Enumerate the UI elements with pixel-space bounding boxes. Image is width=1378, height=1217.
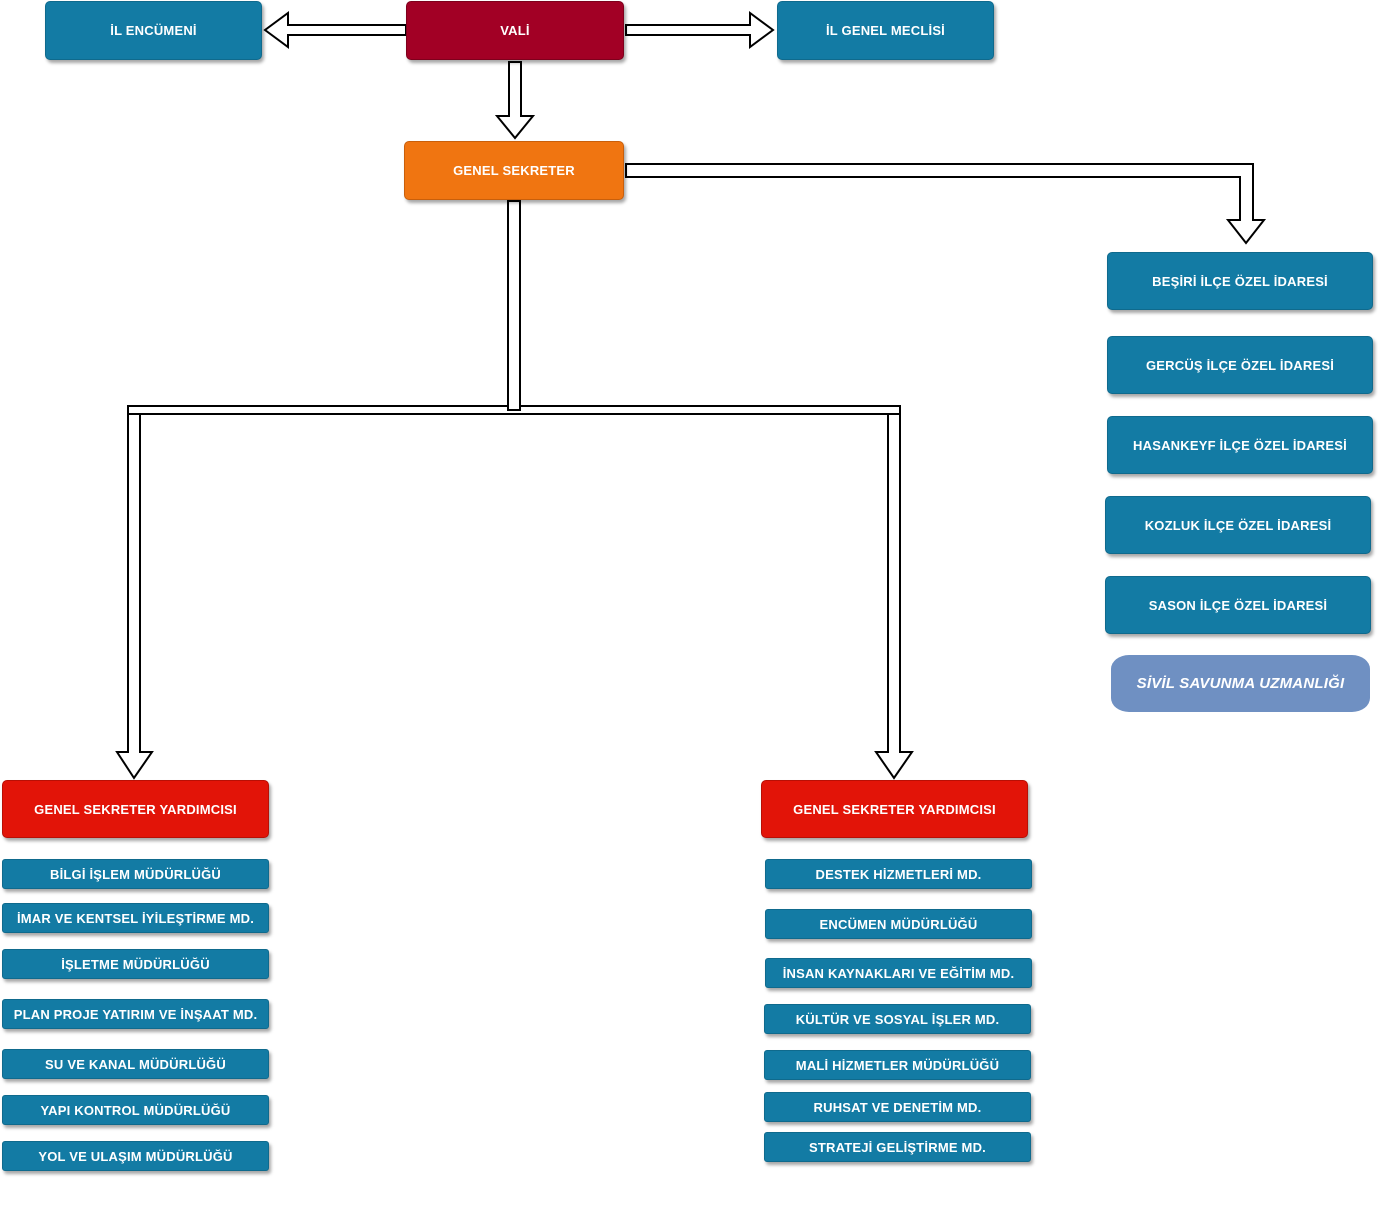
right-unit-label: STRATEJİ GELİŞTİRME MD. [809, 1139, 986, 1155]
il-encumeni-box: İL ENCÜMENİ [45, 1, 262, 60]
il-genel-meclisi-label: İL GENEL MECLİSİ [825, 23, 945, 38]
arrow-to-right-deputy [874, 405, 914, 780]
right-unit-label: KÜLTÜR VE SOSYAL İŞLER MD. [795, 1011, 1000, 1027]
right-unit-box: DESTEK HİZMETLERİ MD. [765, 859, 1032, 889]
il-genel-meclisi-box: İL GENEL MECLİSİ [777, 1, 994, 60]
il-encumeni-label: İL ENCÜMENİ [110, 23, 197, 38]
district-office-box: GERCÜŞ İLÇE ÖZEL İDARESİ [1107, 336, 1373, 394]
civil-defense-label: SİVİL SAVUNMA UZMANLIĞI [1136, 675, 1345, 692]
genel-sekreter-label: GENEL SEKRETER [453, 163, 575, 178]
left-unit-label: PLAN PROJE YATIRIM VE İNŞAAT MD. [13, 1006, 258, 1022]
right-unit-label: ENCÜMEN MÜDÜRLÜĞÜ [819, 916, 978, 932]
district-office-label: SASON İLÇE ÖZEL İDARESİ [1148, 597, 1328, 613]
trunk-line [507, 200, 521, 411]
left-unit-label: SU VE KANAL MÜDÜRLÜĞÜ [45, 1056, 226, 1072]
district-office-box: KOZLUK İLÇE ÖZEL İDARESİ [1105, 496, 1371, 554]
arrow-to-il-genel-meclisi [625, 11, 775, 49]
vali-box: VALİ [406, 1, 624, 60]
right-unit-box: MALİ HİZMETLER MÜDÜRLÜĞÜ [764, 1050, 1031, 1080]
right-unit-label: DESTEK HİZMETLERİ MD. [815, 866, 982, 882]
arrow-to-genel-sekreter [494, 61, 536, 140]
right-unit-box: İNSAN KAYNAKLARI VE EĞİTİM MD. [765, 958, 1032, 988]
right-unit-box: KÜLTÜR VE SOSYAL İŞLER MD. [764, 1004, 1031, 1034]
district-office-box: BEŞİRİ İLÇE ÖZEL İDARESİ [1107, 252, 1373, 310]
right-unit-label: İNSAN KAYNAKLARI VE EĞİTİM MD. [782, 965, 1015, 981]
left-deputy-box: GENEL SEKRETER YARDIMCISI [2, 780, 269, 838]
arrow-to-left-deputy [115, 405, 510, 780]
right-deputy-label: GENEL SEKRETER YARDIMCISI [793, 801, 996, 817]
left-unit-label: BİLGİ İŞLEM MÜDÜRLÜĞÜ [49, 866, 222, 882]
left-unit-label: YOL VE ULAŞIM MÜDÜRLÜĞÜ [38, 1148, 233, 1164]
district-office-box: SASON İLÇE ÖZEL İDARESİ [1105, 576, 1371, 634]
left-unit-box: İMAR VE KENTSEL İYİLEŞTİRME MD. [2, 903, 269, 933]
district-office-box: HASANKEYF İLÇE ÖZEL İDARESİ [1107, 416, 1373, 474]
right-unit-box: STRATEJİ GELİŞTİRME MD. [764, 1132, 1031, 1162]
left-unit-label: YAPI KONTROL MÜDÜRLÜĞÜ [40, 1102, 231, 1118]
left-unit-label: İMAR VE KENTSEL İYİLEŞTİRME MD. [16, 910, 255, 926]
left-unit-box: SU VE KANAL MÜDÜRLÜĞÜ [2, 1049, 269, 1079]
district-office-label: HASANKEYF İLÇE ÖZEL İDARESİ [1133, 437, 1347, 453]
left-unit-box: İŞLETME MÜDÜRLÜĞÜ [2, 949, 269, 979]
district-office-label: BEŞİRİ İLÇE ÖZEL İDARESİ [1152, 273, 1328, 289]
right-unit-label: MALİ HİZMETLER MÜDÜRLÜĞÜ [795, 1057, 1000, 1073]
arrow-to-il-encumeni [263, 11, 407, 49]
vali-label: VALİ [500, 23, 530, 38]
district-office-label: GERCÜŞ İLÇE ÖZEL İDARESİ [1145, 357, 1335, 373]
right-unit-label: RUHSAT VE DENETİM MD. [813, 1099, 982, 1115]
genel-sekreter-box: GENEL SEKRETER [404, 141, 624, 200]
left-unit-box: BİLGİ İŞLEM MÜDÜRLÜĞÜ [2, 859, 269, 889]
right-unit-box: RUHSAT VE DENETİM MD. [764, 1092, 1031, 1122]
civil-defense-box: SİVİL SAVUNMA UZMANLIĞI [1111, 655, 1370, 712]
left-deputy-label: GENEL SEKRETER YARDIMCISI [34, 801, 237, 817]
left-unit-label: İŞLETME MÜDÜRLÜĞÜ [61, 956, 210, 972]
arrow-to-district-offices [625, 163, 1267, 245]
district-office-label: KOZLUK İLÇE ÖZEL İDARESİ [1144, 517, 1332, 533]
left-unit-box: YAPI KONTROL MÜDÜRLÜĞÜ [2, 1095, 269, 1125]
right-deputy-box: GENEL SEKRETER YARDIMCISI [761, 780, 1028, 838]
left-unit-box: YOL VE ULAŞIM MÜDÜRLÜĞÜ [2, 1141, 269, 1171]
right-unit-box: ENCÜMEN MÜDÜRLÜĞÜ [765, 909, 1032, 939]
left-unit-box: PLAN PROJE YATIRIM VE İNŞAAT MD. [2, 999, 269, 1029]
